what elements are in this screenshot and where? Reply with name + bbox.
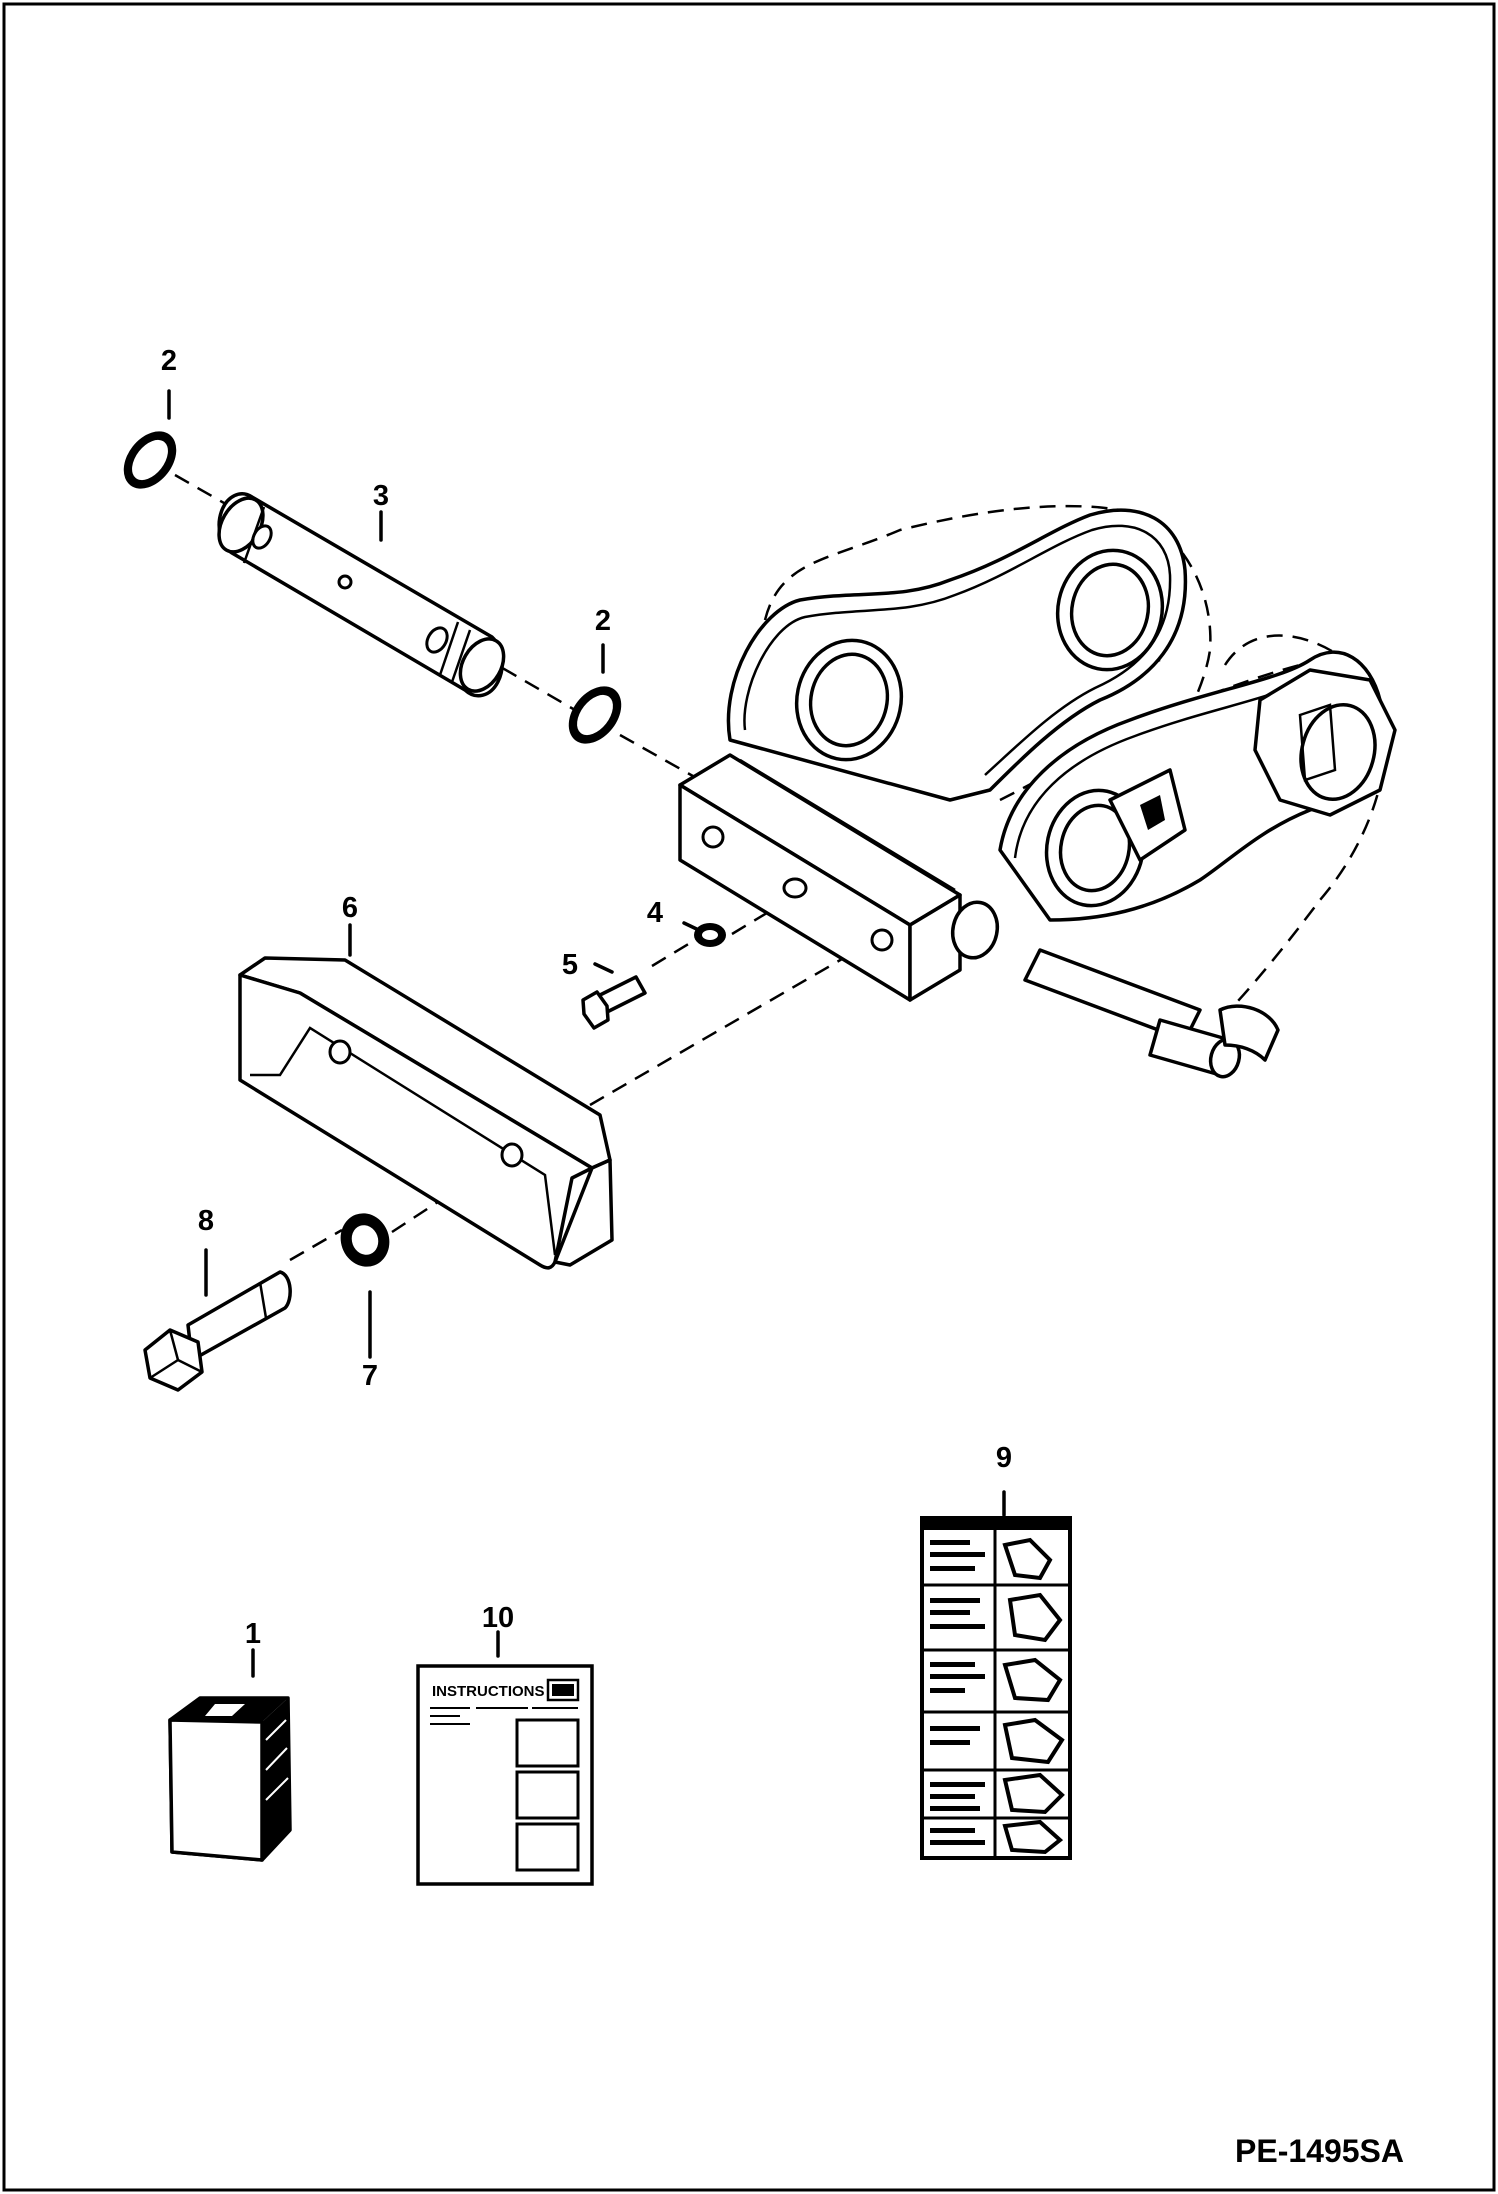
o-ring-lower xyxy=(568,686,622,744)
callout-2-lower: 2 xyxy=(595,605,611,637)
callout-7: 7 xyxy=(362,1360,378,1392)
instruction-sheet-title: INSTRUCTIONS xyxy=(432,1683,545,1700)
callout-2-upper: 2 xyxy=(161,345,177,377)
callout-6: 6 xyxy=(342,892,358,924)
o-ring-upper xyxy=(123,431,177,489)
leader-lines xyxy=(167,389,1006,1678)
callouts: 2 3 2 4 5 6 7 8 9 10 1 xyxy=(161,345,1012,1650)
callout-4: 4 xyxy=(647,897,663,929)
small-bolt xyxy=(581,975,647,1030)
wedge xyxy=(238,956,614,1270)
lock-washer xyxy=(694,923,726,947)
tube-block xyxy=(168,1696,292,1862)
instruction-sheet: INSTRUCTIONS xyxy=(416,1664,594,1886)
callout-8: 8 xyxy=(198,1205,214,1237)
callout-5: 5 xyxy=(562,949,578,981)
hex-bolt xyxy=(143,1270,292,1392)
coupler-body xyxy=(678,508,1397,1079)
decal xyxy=(920,1516,1072,1860)
callout-1: 1 xyxy=(245,1618,261,1650)
drawing-code: PE-1495SA xyxy=(1235,2133,1404,2169)
callout-3: 3 xyxy=(373,480,389,512)
callout-10: 10 xyxy=(482,1602,514,1634)
pivot-pin xyxy=(217,492,506,698)
callout-9: 9 xyxy=(996,1442,1012,1474)
flat-washer xyxy=(340,1213,390,1267)
